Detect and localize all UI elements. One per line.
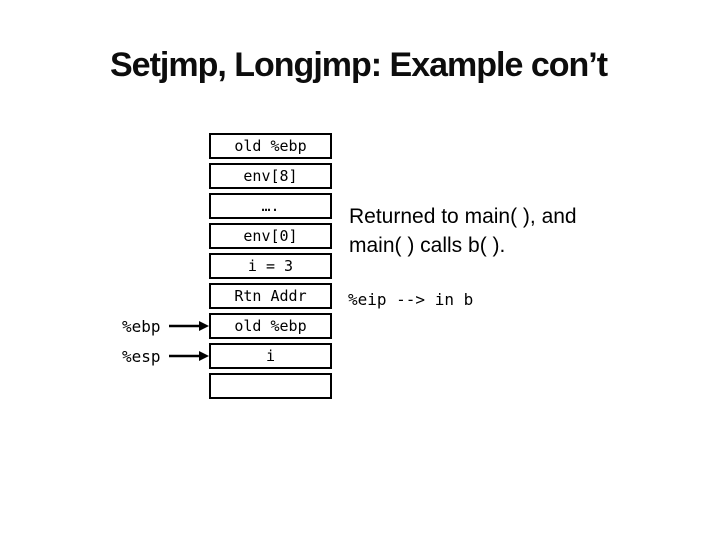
ebp-pointer: %ebp <box>122 313 209 339</box>
right-arrow-icon <box>168 351 209 361</box>
stack-cell-i-eq-3: i = 3 <box>209 253 332 279</box>
stack-cell-label: env[8] <box>243 167 298 185</box>
stack-cell-env0: env[0] <box>209 223 332 249</box>
stack-cell-label: Rtn Addr <box>234 287 307 305</box>
stack-cell-label: old %ebp <box>234 317 307 335</box>
stack-cell-label: i <box>265 347 276 365</box>
stack-cell-rtn-addr: Rtn Addr <box>209 283 332 309</box>
stack-cell-label: i = 3 <box>247 257 294 275</box>
returned-note-line1: Returned to main( ), and <box>349 205 577 228</box>
stack-cell-label: env[0] <box>243 227 298 245</box>
returned-note-line2: main( ) calls b( ). <box>349 234 506 257</box>
stack-diagram: old %ebp env[8] …. env[0] i = 3 Rtn Addr… <box>209 133 332 403</box>
ebp-register-label: %ebp <box>122 316 161 336</box>
stack-cell-label: old %ebp <box>234 137 307 155</box>
esp-pointer: %esp <box>122 343 209 369</box>
stack-cell-label: …. <box>261 197 280 215</box>
eip-note: %eip --> in b <box>348 290 474 309</box>
esp-register-label: %esp <box>122 346 161 366</box>
slide-title: Setjmp, Longjmp: Example con’t <box>110 46 608 84</box>
stack-cell-ellipsis: …. <box>209 193 332 219</box>
stack-cell-empty <box>209 373 332 399</box>
returned-note: Returned to main( ), and main( ) calls b… <box>349 202 577 260</box>
stack-cell-old-ebp: old %ebp <box>209 313 332 339</box>
stack-cell-old-ebp-top: old %ebp <box>209 133 332 159</box>
right-arrow-icon <box>168 321 209 331</box>
stack-cell-env8: env[8] <box>209 163 332 189</box>
stack-cell-i: i <box>209 343 332 369</box>
